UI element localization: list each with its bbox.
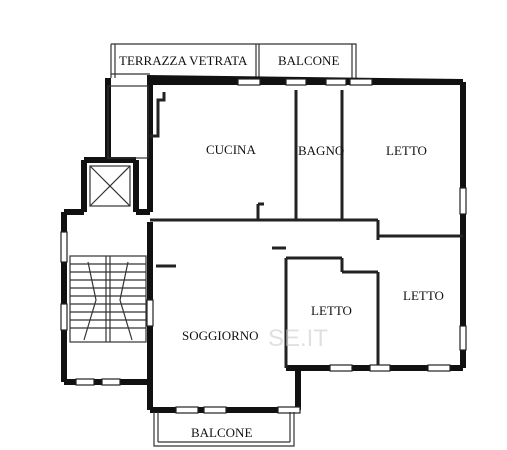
outer-walls <box>61 74 466 413</box>
label-bagno: BAGNO <box>298 143 344 158</box>
label-letto-1: LETTO <box>386 143 427 158</box>
label-letto-3: LETTO <box>403 288 444 303</box>
terrace-band <box>110 43 357 82</box>
label-terrazza-vetrata: TERRAZZA VETRATA <box>119 53 248 68</box>
label-soggiorno: SOGGIORNO <box>182 328 259 343</box>
watermark-text: SE.IT <box>268 325 328 352</box>
label-cucina: CUCINA <box>206 142 256 157</box>
elevator-shaft <box>89 85 149 207</box>
label-letto-2: LETTO <box>311 303 352 318</box>
label-balcone-top: BALCONE <box>278 53 339 68</box>
bottom-balcony <box>153 412 295 447</box>
interior-partitions <box>150 90 463 368</box>
label-balcone-bottom: BALCONE <box>191 425 252 440</box>
staircase <box>69 255 147 343</box>
windows <box>60 78 467 414</box>
